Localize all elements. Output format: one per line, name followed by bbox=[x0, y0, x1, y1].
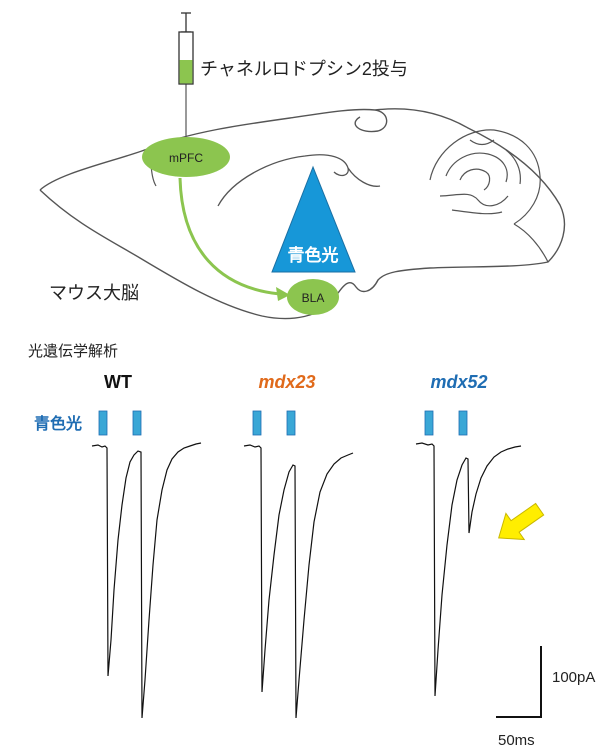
trace-mdx23 bbox=[243, 444, 354, 719]
scale-time-label: 50ms bbox=[498, 732, 535, 749]
projection-arrow bbox=[178, 177, 281, 296]
cerebellum bbox=[429, 129, 549, 263]
light-pulse-wt-1 bbox=[98, 410, 108, 436]
genotype-mdx52-label: mdx52 bbox=[430, 372, 488, 392]
mpfc-label: mPFC bbox=[169, 151, 203, 165]
light-pulse-mdx52-1 bbox=[424, 410, 434, 436]
light-pulse-mdx23-1 bbox=[252, 410, 262, 436]
scale-bar bbox=[496, 646, 542, 718]
syringe-fill bbox=[179, 60, 193, 84]
genotype-wt-label: WT bbox=[104, 372, 132, 392]
mpfc-region bbox=[142, 137, 230, 177]
brain-inner-contour bbox=[217, 154, 381, 207]
injection-label: チャネルロドプシン2投与 bbox=[200, 59, 408, 79]
blue-light-label: 青色光 bbox=[288, 245, 339, 265]
genotype-mdx23-label: mdx23 bbox=[258, 372, 316, 392]
section-label: 光遺伝学解析 bbox=[28, 343, 119, 360]
highlight-arrow-icon bbox=[498, 502, 545, 541]
light-pulse-mdx23-2 bbox=[286, 410, 296, 436]
bla-label: BLA bbox=[302, 291, 325, 305]
scale-current-label: 100pA bbox=[552, 669, 596, 686]
syringe-icon bbox=[178, 12, 194, 160]
brain-outline bbox=[39, 108, 566, 320]
trace-mdx52 bbox=[415, 442, 522, 697]
trace-wt bbox=[91, 442, 202, 719]
bla-region bbox=[287, 279, 339, 315]
light-pulse-wt-2 bbox=[132, 410, 142, 436]
light-pulses bbox=[98, 410, 468, 436]
blue-light-row-label: 青色光 bbox=[34, 416, 83, 433]
mouse-brain-label: マウス大脳 bbox=[49, 283, 139, 303]
blue-light-triangle bbox=[271, 165, 356, 273]
projection-arrowhead bbox=[276, 287, 290, 301]
light-pulse-mdx52-2 bbox=[458, 410, 468, 436]
